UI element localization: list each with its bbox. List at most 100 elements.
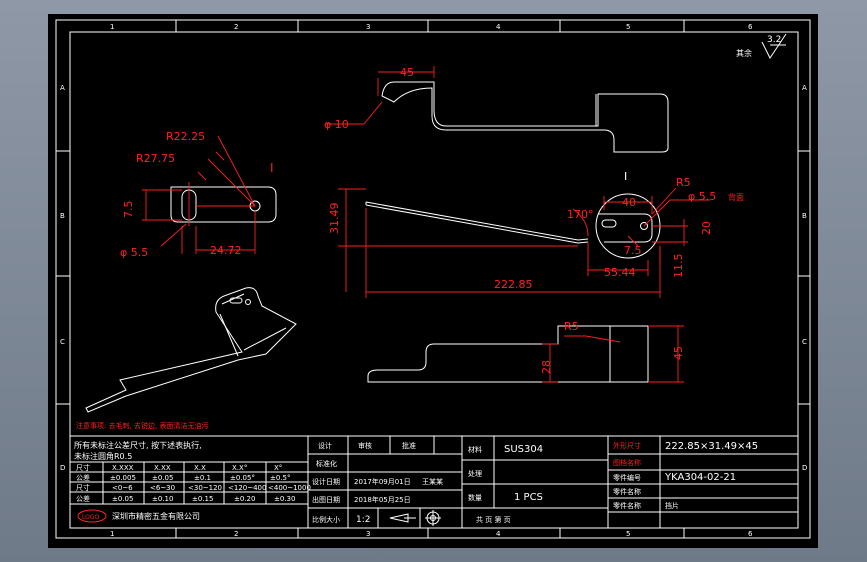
grid-labels: 1 2 3 4 5 6 1 2 3 4 5 6 A B C D A B C D [60,23,807,538]
front-view [142,135,277,254]
tol-r2-5: ±0.30 [274,495,295,503]
sign-design-date-label: 设计日期 [312,477,340,486]
detail-mark: I [624,170,627,183]
sign-approve: 批准 [402,441,416,450]
sign-out-date-label: 出图日期 [312,495,340,504]
tol-r2-0: 公差 [76,494,90,503]
bottom-view [367,325,684,383]
tol-r1-3: <30~120 [188,484,222,492]
mat-label: 材料 [468,445,482,454]
dim-r5-detail: R5 [676,176,691,189]
sign-design: 设计 [318,441,332,450]
grid-top-2: 2 [234,23,238,31]
tol-r1-0: 尺寸 [76,483,90,492]
projection-symbol-icon [389,510,441,526]
tech-note-line2: 未标注圆角R0.5 [74,451,132,461]
tol-r0-0: 公差 [76,473,90,482]
material-block: 材料 SUS304 处理 数量 1 PCS 共 页 第 页 [468,444,543,524]
sign-block: 设计 审核 批准 标准化 设计日期 2017年09月01日 王某某 出图日期 2… [312,441,443,525]
dim-11-5: 11.5 [672,254,685,279]
dim-angle-170: 170° [567,208,594,221]
dim-28: 28 [540,360,553,374]
qty-value: 1 PCS [514,492,543,503]
dim-55-44: 55.44 [604,266,636,279]
tol-r0-4: ±0.05° [230,474,255,482]
company-block: LOGO 深圳市精密五金有限公司 [77,509,200,523]
tol-r2-3: ±0.15 [192,495,213,503]
tol-h-2: X.XX [154,464,171,472]
grid-top-6: 6 [748,23,753,31]
detail-view [572,187,710,259]
tol-r0-3: ±0.1 [194,474,211,482]
part-no-label: 零件编号 [613,473,641,482]
sign-standard: 标准化 [316,459,337,468]
treatment-label: 处理 [468,469,482,478]
grid-right-A: A [802,84,807,92]
roughness-value: 3.2 [767,35,781,45]
sign-scale-label: 比例大小 [312,515,340,524]
iso-view [85,287,297,413]
title-block [69,435,799,529]
dim-20: 20 [700,221,713,235]
page-label: 共 页 第 页 [476,515,511,524]
tol-r0-5: ±0.5° [270,474,291,482]
tol-h-4: X.X° [232,464,247,472]
grid-top-5: 5 [626,23,630,31]
tol-h-1: X.XXX [112,464,134,472]
drawing-canvas[interactable]: 1 2 3 4 5 6 1 2 3 4 5 6 A B C D A B C D … [48,14,818,548]
section-mark-I: I [270,161,274,175]
sign-scale: 1:2 [356,515,370,525]
grid-bottom-4: 4 [496,530,501,538]
doc-name-label: 图档名称 [613,458,641,467]
grid-left-D: D [60,464,65,472]
dim-45-side: 45 [672,346,685,360]
dim-r2225: R22.25 [166,130,205,143]
tol-h-3: X.X [194,464,206,472]
sign-check: 审核 [358,441,372,450]
tol-r2-1: ±0.05 [112,495,133,503]
grid-bottom-5: 5 [626,530,630,538]
part-name-label-2: 零件名称 [613,501,641,510]
grid-bottom-3: 3 [366,530,370,538]
sign-designer: 王某某 [422,478,443,486]
tech-note-line1: 所有未标注公差尺寸, 按下述表执行, [74,440,202,450]
part-no-value: YKA304-02-21 [664,472,736,483]
part-name-value: 挡片 [665,501,679,510]
dim-24-72: 24.72 [210,244,242,257]
grid-left-C: C [60,338,65,346]
company-logo-text: LOGO [82,514,100,521]
company-logo-icon [77,509,107,523]
dim-r2775: R27.75 [136,152,175,165]
side-view-dims: 31.49 222.85 55.44 11.5 [328,203,685,292]
mat-value: SUS304 [504,444,543,455]
dim-40: 40 [622,196,636,209]
size-label: 外形尺寸 [613,441,641,450]
grid-right-D: D [802,464,807,472]
cad-drawing: 1 2 3 4 5 6 1 2 3 4 5 6 A B C D A B C D … [55,19,811,539]
dim-phi-5-5b: φ 5.5 [688,190,716,203]
grid-top-1: 1 [110,23,114,31]
roughness-symbol: 其余 3.2 [736,33,787,59]
tol-h-5: X° [274,464,282,472]
top-view-dims: 45 φ 10 [324,66,414,131]
red-note: 注意事项: 去毛刺, 去锐边, 表面清洁无油污 [76,421,208,430]
grid-right-C: C [802,338,807,346]
detail-view-dims: I R5 φ 5.5 背面 40 170° 7.5 20 [567,170,744,257]
size-value: 222.85×31.49×45 [665,441,758,452]
grid-bottom-2: 2 [234,530,238,538]
dim-31-49: 31.49 [328,203,341,235]
dim-7-5b: 7.5 [624,244,642,257]
dim-222-85: 222.85 [494,278,533,291]
top-view [326,66,669,153]
tol-r0-1: ±0.005 [110,474,136,482]
note-back: 背面 [728,192,744,202]
tol-r2-4: ±0.20 [234,495,255,503]
dim-phi-10: φ 10 [324,118,349,131]
grid-left-B: B [60,212,65,220]
grid-top-3: 3 [366,23,370,31]
tolerance-block: 所有未标注公差尺寸, 按下述表执行, 未标注圆角R0.5 尺寸 X.XXX X.… [74,440,311,503]
tol-h-0: 尺寸 [76,463,90,472]
tol-r2-2: ±0.10 [152,495,173,503]
sign-design-date: 2017年09月01日 [354,477,411,486]
dim-45-top: 45 [400,66,414,79]
